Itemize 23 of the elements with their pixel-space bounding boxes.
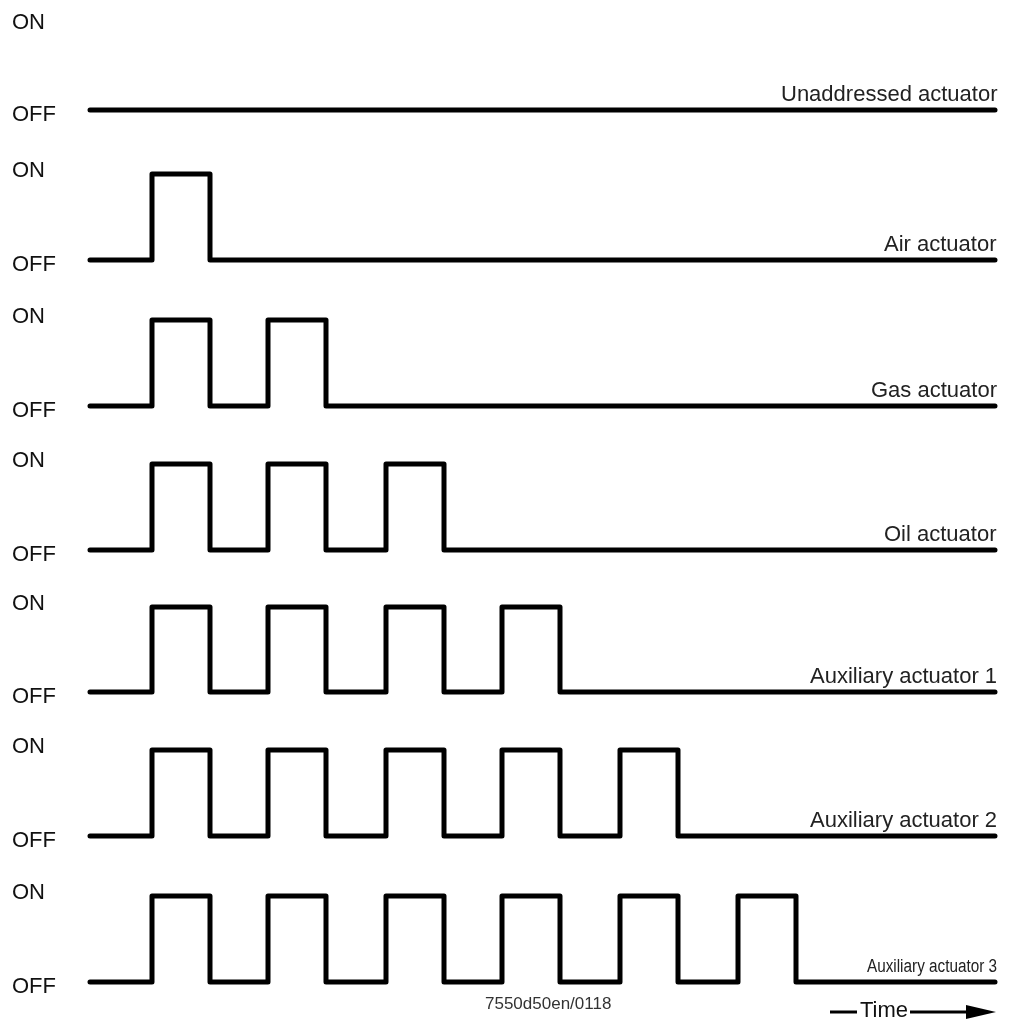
state-label: OFF <box>12 685 56 707</box>
signal-name: Oil actuator <box>884 523 997 545</box>
state-label: OFF <box>12 543 56 565</box>
signal-name: Gas actuator <box>871 379 997 401</box>
state-label: OFF <box>12 829 56 851</box>
axis-label: Time <box>860 999 909 1021</box>
state-label: ON <box>12 735 45 757</box>
state-label: ON <box>12 305 45 327</box>
state-label: ON <box>12 11 45 33</box>
state-label: OFF <box>12 975 56 997</box>
signal-name: Unaddressed actuator <box>781 83 998 105</box>
state-label: OFF <box>12 103 56 125</box>
state-label: ON <box>12 449 45 471</box>
signal-name: Auxiliary actuator 1 <box>810 665 998 687</box>
state-label: ON <box>12 159 45 181</box>
signal-name: Auxiliary actuator 3 <box>866 957 998 975</box>
signal-name: Auxiliary actuator 2 <box>810 809 998 831</box>
document-number: 7550d50en/0118 <box>485 994 612 1012</box>
signal-name: Air actuator <box>884 233 997 255</box>
state-label: OFF <box>12 253 56 275</box>
state-label: ON <box>12 881 45 903</box>
state-label: OFF <box>12 399 56 421</box>
state-label: ON <box>12 592 45 614</box>
